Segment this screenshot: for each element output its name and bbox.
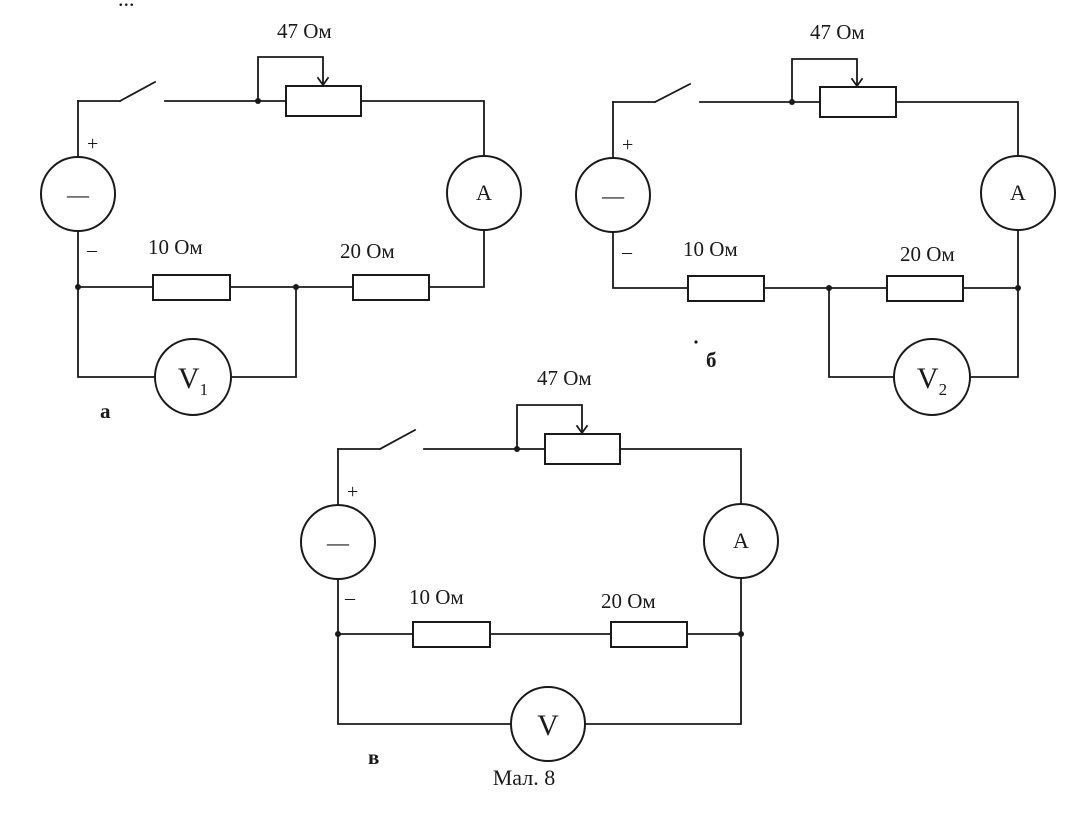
voltmeter-a bbox=[154, 338, 232, 416]
voltmeter-b-index: 2 bbox=[939, 380, 948, 399]
ammeter-c bbox=[703, 503, 779, 579]
rheostat-c-label: 47 Ом bbox=[537, 366, 592, 390]
resistor-20-a bbox=[352, 274, 430, 301]
plus-b: + bbox=[622, 134, 633, 156]
resistor-10-a-label: 10 Ом bbox=[148, 235, 203, 259]
ammeter-a bbox=[446, 155, 522, 231]
resistor-20-b-label: 20 Ом bbox=[900, 242, 955, 266]
source-c bbox=[300, 504, 376, 580]
voltmeter-a-letter: V bbox=[178, 362, 200, 395]
voltmeter-c bbox=[510, 686, 586, 762]
resistor-20-c bbox=[610, 621, 688, 648]
junction-c1 bbox=[335, 631, 341, 637]
circuit-b: 47 Ом — + – A 10 Ом 20 Ом V2 б bbox=[575, 20, 1056, 416]
rheostat-b bbox=[819, 86, 897, 118]
junction-c2 bbox=[738, 631, 744, 637]
resistor-10-c-label: 10 Ом bbox=[409, 585, 464, 609]
minus-b: – bbox=[621, 241, 633, 263]
junction-c3 bbox=[514, 446, 520, 452]
junction-a1 bbox=[75, 284, 81, 290]
voltmeter-b bbox=[893, 338, 971, 416]
junction-b3 bbox=[789, 99, 795, 105]
caption-c: в bbox=[368, 745, 379, 769]
circuit-c: 47 Ом — + – A 10 Ом 20 Ом V в bbox=[300, 366, 779, 769]
circuit-b-wires bbox=[612, 58, 1019, 378]
voltmeter-a-label: V1 bbox=[178, 362, 208, 399]
resistor-10-a bbox=[152, 274, 231, 301]
junction-b1 bbox=[826, 285, 832, 291]
resistor-20-a-label: 20 Ом bbox=[340, 239, 395, 263]
rheostat-a-label: 47 Ом bbox=[277, 19, 332, 43]
figure-caption: Мал. 8 bbox=[493, 765, 556, 790]
rheostat-a bbox=[285, 85, 362, 117]
minus-a: – bbox=[86, 239, 98, 261]
resistor-10-b bbox=[687, 275, 765, 302]
resistor-20-b bbox=[886, 275, 964, 302]
circuit-c-wires bbox=[337, 404, 742, 725]
source-b bbox=[575, 157, 651, 233]
ammeter-b bbox=[980, 155, 1056, 231]
voltmeter-b-letter: V bbox=[917, 362, 939, 395]
voltmeter-c-label: V bbox=[537, 709, 559, 742]
caption-b: б bbox=[706, 348, 717, 372]
source-a-symbol: — bbox=[66, 182, 90, 207]
rheostat-c bbox=[544, 433, 621, 465]
resistor-10-c bbox=[412, 621, 491, 648]
stray-dot bbox=[694, 340, 698, 344]
resistor-20-c-label: 20 Ом bbox=[601, 589, 656, 613]
junction-b2 bbox=[1015, 285, 1021, 291]
circuit-a-wires bbox=[77, 56, 485, 378]
source-c-symbol: — bbox=[326, 530, 350, 555]
voltmeter-c-letter: V bbox=[537, 709, 559, 742]
junction-a3 bbox=[255, 98, 261, 104]
plus-a: + bbox=[87, 133, 98, 155]
plus-c: + bbox=[347, 481, 358, 503]
ammeter-c-label: A bbox=[733, 528, 749, 553]
source-b-symbol: — bbox=[601, 183, 625, 208]
ammeter-b-label: A bbox=[1010, 180, 1026, 205]
source-a bbox=[40, 156, 116, 232]
header-fragment: ... bbox=[118, 0, 135, 11]
ammeter-a-label: A bbox=[476, 180, 492, 205]
caption-a: а bbox=[100, 399, 111, 423]
voltmeter-b-label: V2 bbox=[917, 362, 947, 399]
resistor-10-b-label: 10 Ом bbox=[683, 237, 738, 261]
circuit-a: 47 Ом — + – A 10 Ом 20 Ом V1 а bbox=[40, 19, 522, 423]
junction-a2 bbox=[293, 284, 299, 290]
voltmeter-a-index: 1 bbox=[200, 380, 209, 399]
minus-c: – bbox=[344, 587, 356, 609]
rheostat-b-label: 47 Ом bbox=[810, 20, 865, 44]
